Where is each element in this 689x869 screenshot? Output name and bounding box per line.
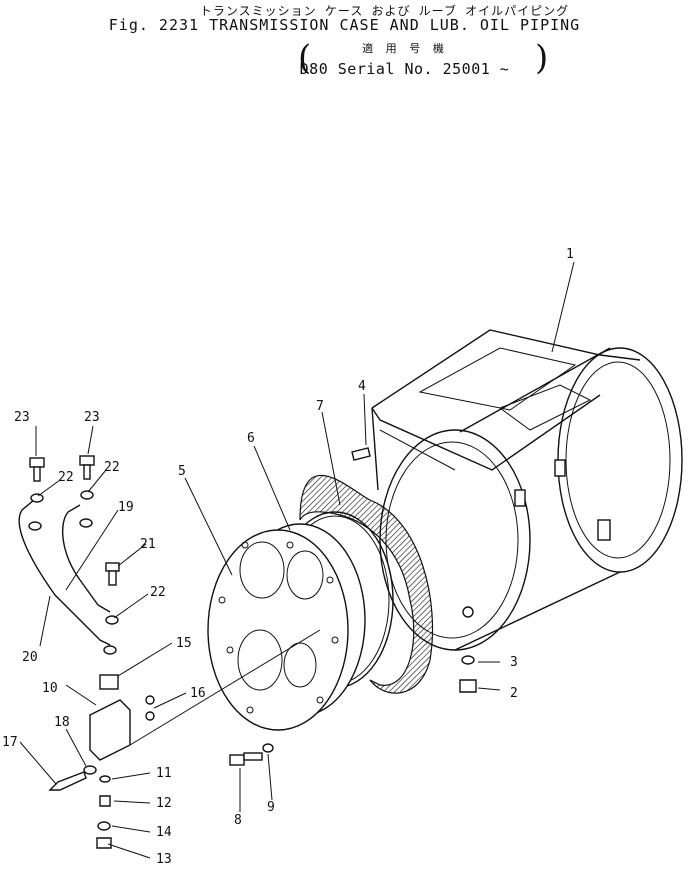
callout-1: 1 [566, 247, 574, 262]
callout-10: 10 [42, 681, 58, 696]
callout-18: 18 [54, 715, 70, 730]
japanese-title: トランスミッション ケース および ルーブ オイルパイピング [199, 4, 570, 18]
callout-21: 21 [140, 537, 156, 552]
callout-6: 6 [247, 431, 255, 446]
callout-19: 19 [118, 500, 134, 515]
callout-23b: 23 [84, 410, 100, 425]
callout-22a: 22 [58, 470, 74, 485]
callout-22b: 22 [104, 460, 120, 475]
applicability-label: 適 用 号 機 [362, 42, 447, 55]
callout-9: 9 [267, 800, 275, 815]
callout-8: 8 [234, 813, 242, 828]
callout-22c: 22 [150, 585, 166, 600]
pipe-20 [18, 494, 111, 646]
valve-body [48, 674, 155, 849]
callout-3: 3 [510, 655, 518, 670]
figure-title: Fig. 2231 TRANSMISSION CASE AND LUB. OIL… [108, 16, 581, 34]
serial-range: D80 Serial No. 25001 ~ [299, 60, 510, 78]
washer-22 [28, 490, 119, 655]
bolt-23 [29, 455, 95, 482]
callout-14: 14 [156, 825, 172, 840]
callout-20: 20 [22, 650, 38, 665]
callout-2: 2 [510, 686, 518, 701]
callout-5: 5 [178, 464, 186, 479]
cover-plate [207, 523, 366, 731]
pipe-19 [61, 504, 111, 613]
callout-11: 11 [156, 766, 172, 781]
callout-17: 17 [2, 735, 18, 750]
callout-15: 15 [176, 636, 192, 651]
callout-16: 16 [190, 686, 206, 701]
callout-4: 4 [358, 379, 366, 394]
gasket-hatched [299, 474, 433, 694]
close-paren: ) [535, 38, 549, 78]
callout-23a: 23 [14, 410, 30, 425]
callout-13: 13 [156, 852, 172, 867]
transmission-case [371, 329, 683, 651]
open-paren: ( [298, 38, 312, 78]
callout-7: 7 [316, 399, 324, 414]
callout-12: 12 [156, 796, 172, 811]
